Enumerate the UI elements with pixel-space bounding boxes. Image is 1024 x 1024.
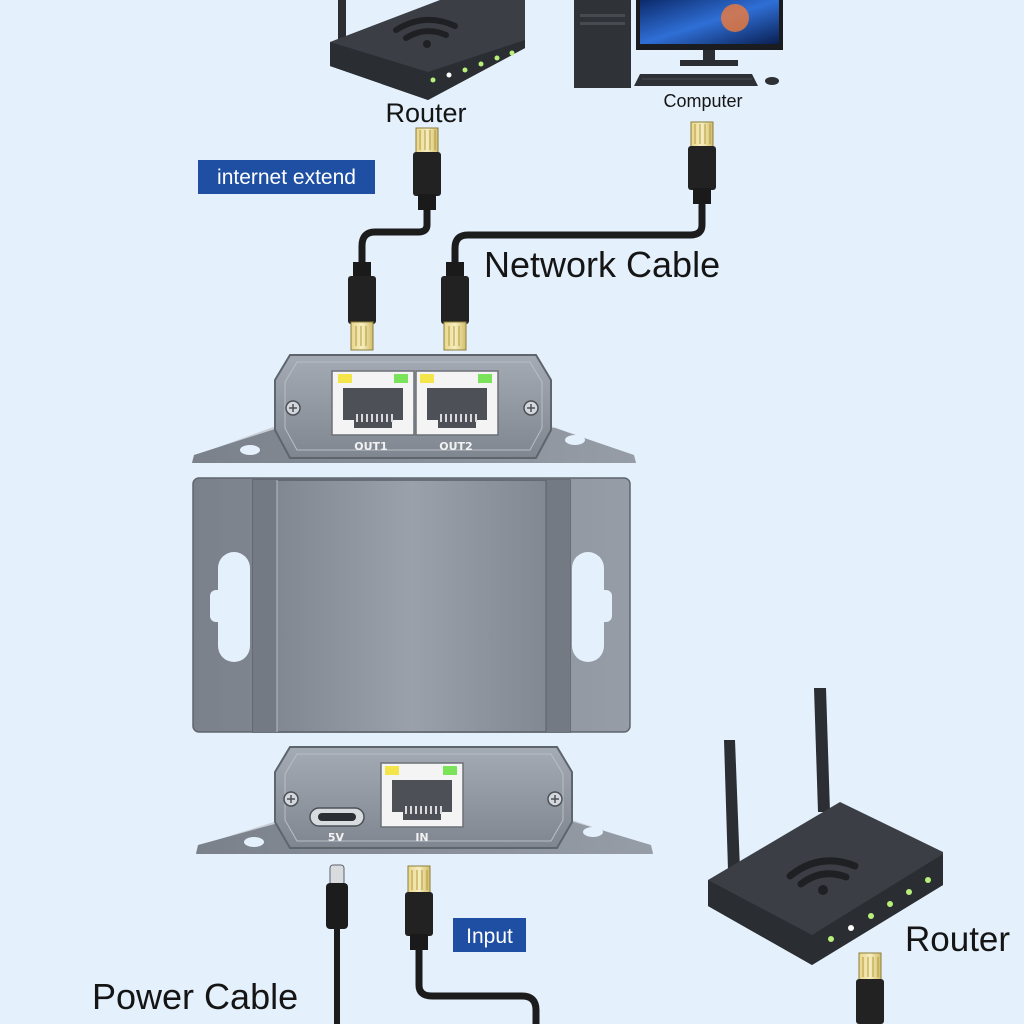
input-cable [415, 948, 540, 1024]
rj45-connector-out2 [441, 262, 469, 351]
rj45-connector-router-top [413, 127, 441, 210]
output-panel: OUT1 OUT2 [192, 354, 636, 463]
screw-icon [523, 400, 539, 416]
cable-computer-to-out2 [451, 201, 706, 269]
internet-extend-badge: internet extend [198, 160, 375, 194]
network-cable-label: Network Cable [484, 244, 720, 285]
usb-c-port[interactable] [309, 807, 365, 827]
extender-housing [192, 477, 631, 733]
port-label-in: IN [415, 831, 428, 844]
computer-icon [574, 0, 783, 88]
rj45-connector-in [405, 865, 433, 950]
screw-icon [547, 791, 563, 807]
router-top-label: Router [385, 98, 466, 128]
router-bottom-icon [708, 688, 943, 965]
screw-icon [283, 791, 299, 807]
ethernet-port-out2[interactable] [415, 370, 499, 436]
input-badge-text: Input [466, 925, 513, 948]
cable-router-to-out1 [358, 206, 431, 269]
rj45-connector-router-bottom [856, 952, 884, 1024]
usb-c-plug [326, 864, 348, 929]
power-cable-label: Power Cable [92, 976, 298, 1017]
port-label-out2: OUT2 [439, 440, 472, 453]
router-top-icon [330, 0, 525, 100]
router-bottom-label: Router [905, 920, 1010, 959]
port-label-5v: 5V [328, 831, 345, 844]
ethernet-port-in[interactable] [380, 762, 464, 828]
internet-extend-text: internet extend [217, 166, 356, 189]
computer-label: Computer [663, 91, 742, 111]
rj45-connector-out1 [348, 262, 376, 351]
rj45-connector-computer [688, 121, 716, 204]
screw-icon [285, 400, 301, 416]
input-badge: Input [453, 918, 526, 952]
input-panel: 5V IN [196, 746, 653, 854]
ethernet-port-out1[interactable] [331, 370, 415, 436]
port-label-out1: OUT1 [354, 440, 387, 453]
